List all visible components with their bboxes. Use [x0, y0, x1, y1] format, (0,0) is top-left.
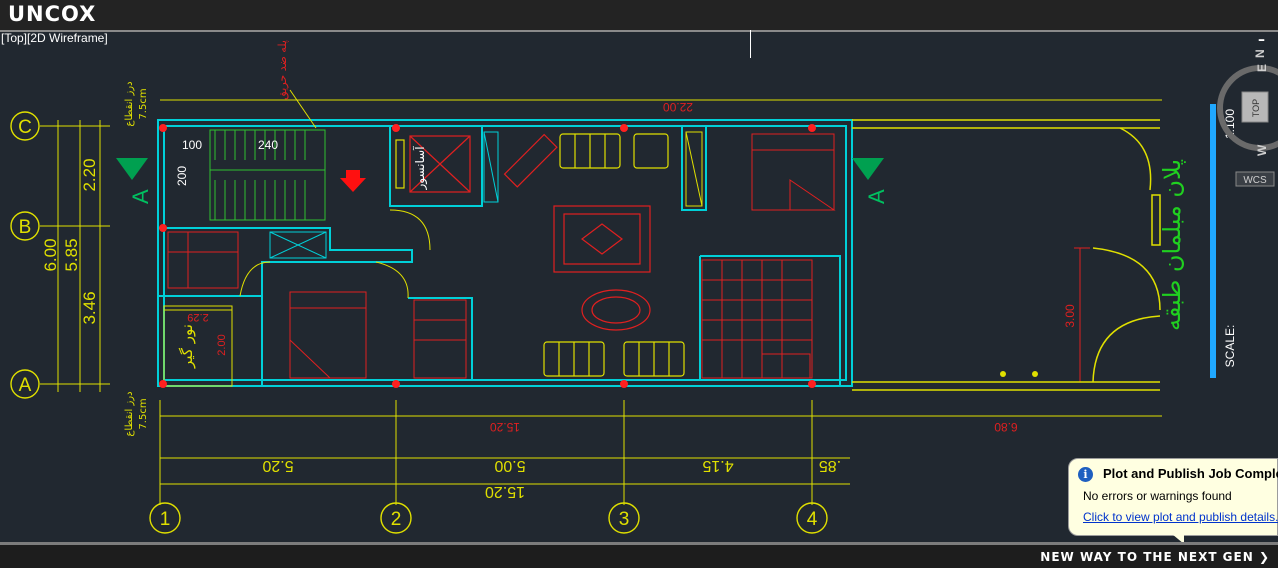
view-cube-top[interactable]: TOP: [1251, 99, 1261, 117]
wcs-label[interactable]: WCS: [1243, 175, 1267, 186]
section-mark-left: A: [116, 158, 153, 204]
elevator-label: آسانسور: [412, 146, 428, 191]
expansion-joint-bottom: درز انقطاع: [124, 391, 135, 436]
elevator: [409, 135, 471, 193]
light-well-height: 2.00: [216, 334, 228, 355]
compass-north[interactable]: N: [1253, 49, 1267, 58]
plot-publish-notification[interactable]: i Plot and Publish Job Complete No error…: [1068, 458, 1278, 536]
wall-thickness-bottom: 7.5cm: [138, 398, 149, 429]
footer-tagline: NEW WAY TO THE NEXT GEN ❯: [1040, 550, 1270, 564]
dim-right-part: 6.80: [994, 420, 1018, 434]
notification-pointer: [1172, 534, 1184, 544]
brand-logo: UNCOX: [8, 2, 97, 26]
light-well-label: نور گیر: [178, 324, 196, 369]
grid-letter-a: A: [19, 375, 32, 396]
expansion-joint-top: درز انقطاع: [124, 81, 135, 126]
fire-stair-note: پله ضد حریق: [276, 40, 290, 100]
stair-dim-240: 240: [258, 138, 278, 152]
viewport-controls-label[interactable]: [Top][2D Wireframe]: [1, 31, 108, 45]
dim-bottom-total: 15.20: [490, 420, 520, 434]
wall-thickness-top: 7.5cm: [138, 88, 149, 119]
notification-title: Plot and Publish Job Complete: [1103, 466, 1278, 481]
dim-left-total: 6.00: [41, 238, 60, 271]
dim-left-inner: 5.85: [62, 238, 81, 271]
grid-number-2: 2: [391, 509, 402, 530]
svg-text:A: A: [128, 189, 153, 204]
compass-west[interactable]: W: [1255, 144, 1269, 156]
living-furniture: [543, 133, 685, 377]
notification-details-link[interactable]: Click to view plot and publish details.: [1083, 510, 1278, 524]
view-cube-face[interactable]: [1241, 91, 1269, 123]
grid-letter-c: C: [18, 117, 32, 138]
title-bar: UNCOX: [0, 0, 1278, 32]
grid-number-3: 3: [619, 509, 630, 530]
cursor-crosshair: [750, 30, 751, 58]
grid-number-4: 4: [807, 509, 818, 530]
viewport-minimize-button[interactable]: –: [1258, 32, 1265, 48]
light-well-width: 2.29: [187, 311, 208, 323]
kitchen: [701, 259, 813, 379]
building-walls: [157, 119, 853, 387]
dim-total-width: 15.20: [485, 483, 525, 500]
info-icon: i: [1078, 467, 1093, 482]
bedrooms: [289, 133, 836, 379]
wcs-menu[interactable]: [1235, 171, 1275, 187]
stairs: [209, 129, 326, 221]
svg-text:A: A: [864, 189, 889, 204]
view-cube[interactable]: TOP N E W WCS: [1217, 49, 1278, 187]
grid-lines: [40, 99, 1162, 505]
dim-left-bc: 2.20: [80, 158, 99, 191]
dim-bay-2: 5.00: [494, 457, 525, 474]
footer-bar: NEW WAY TO THE NEXT GEN ❯: [0, 542, 1278, 568]
drawing-viewport[interactable]: [0, 32, 1278, 542]
dim-left-ab: 3.46: [80, 291, 99, 324]
notification-message: No errors or warnings found: [1083, 489, 1232, 503]
dim-bay-1: 5.20: [262, 457, 293, 474]
scale-label: SCALE:: [1223, 325, 1237, 368]
dim-right-height: 3.00: [1063, 304, 1077, 328]
grid-number-1: 1: [160, 509, 171, 530]
dim-bay-4: .85: [819, 457, 841, 474]
compass-east[interactable]: E: [1255, 64, 1269, 72]
title-underline: [1210, 104, 1216, 378]
dim-bay-3: 4.15: [702, 457, 733, 474]
dim-overall: 22.00: [663, 100, 693, 114]
stair-dim-100: 100: [182, 138, 202, 152]
grid-bubbles: [10, 111, 828, 534]
grid-letter-b: B: [19, 217, 32, 238]
section-mark-right: A: [852, 158, 889, 204]
stair-dim-200: 200: [175, 166, 189, 186]
plan-title: پلان مبلمان طبقه: [1158, 159, 1186, 331]
light-well: [163, 305, 233, 387]
arrow-down-icon: [340, 170, 366, 192]
